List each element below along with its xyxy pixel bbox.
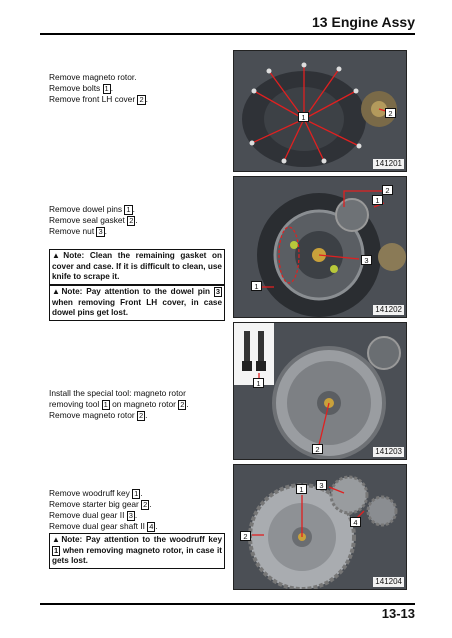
photo-code: 141202 <box>373 305 404 315</box>
callout-starter-big-gear: 2 <box>240 531 251 541</box>
step-3-line-2: removing tool 1 on magneto rotor 2. <box>49 399 189 410</box>
ref-label: 1 <box>124 205 133 215</box>
photo-magneto-rotor-tool: 1 2 141203 <box>233 322 407 460</box>
callout-woodruff-key: 1 <box>296 484 307 494</box>
header-rule <box>40 33 415 35</box>
step-3-line-1: Install the special tool: magneto rotor <box>49 388 186 398</box>
ref-label: 3 <box>96 227 105 237</box>
note-clean-gasket: ▲Note: Clean the remaining gasket on cov… <box>49 249 225 285</box>
step-1-line-1: Remove magneto rotor. <box>49 72 137 82</box>
step-1-line-3: Remove front LH cover 2. <box>49 94 148 105</box>
step-2-line-2: Remove seal gasket 2. <box>49 215 138 226</box>
photo-starter-gear: 1 3 4 2 141204 <box>233 464 407 590</box>
photo-code: 141201 <box>373 159 404 169</box>
callout-special-tool: 1 <box>253 378 264 388</box>
step-4-instructions: Remove woodruff key 1. Remove starter bi… <box>49 488 225 532</box>
step-3-instructions: Install the special tool: magneto rotor … <box>49 388 225 421</box>
ref-label: 2 <box>136 411 146 421</box>
ref-label: 3 <box>213 287 222 297</box>
step-1-instructions: Remove magneto rotor. Remove bolts 1. Re… <box>49 72 225 105</box>
ref-label: 1 <box>102 84 111 94</box>
callout-dual-gear: 3 <box>316 480 327 490</box>
step-2-line-3: Remove nut 3. <box>49 226 107 237</box>
ref-label: 1 <box>101 400 110 410</box>
magneto-area-illustration <box>234 177 406 317</box>
callout-dowel-pin-top: 1 <box>372 195 383 205</box>
magneto-rotor-illustration <box>234 323 406 459</box>
step-1-line-2: Remove bolts 1. <box>49 83 114 94</box>
callout-dual-gear-shaft: 4 <box>350 517 361 527</box>
page-number: 13-13 <box>381 606 415 621</box>
step-4-line-4: Remove dual gear shaft II 4. <box>49 521 158 532</box>
ref-label: 2 <box>127 216 136 226</box>
ref-label: 2 <box>178 400 187 410</box>
note-dowel-pins: ▲Note: Pay attention to the dowel pin 3 … <box>49 285 225 321</box>
ref-label: 1 <box>132 489 141 499</box>
callout-dowel-pin-left: 1 <box>251 281 262 291</box>
callout-front-lh-cover: 2 <box>385 108 396 118</box>
step-2-line-1: Remove dowel pins 1. <box>49 204 135 215</box>
ref-label: 3 <box>126 511 135 521</box>
photo-dowel-pins-gasket: 2 1 3 1 141202 <box>233 176 407 318</box>
photo-front-lh-cover: 1 2 141201 <box>233 50 407 172</box>
ref-label: 2 <box>137 95 146 105</box>
callout-bolts: 1 <box>298 112 309 122</box>
step-3-line-3: Remove magneto rotor 2. <box>49 410 148 421</box>
step-4-line-1: Remove woodruff key 1. <box>49 488 143 499</box>
callout-seal-gasket: 2 <box>382 185 393 195</box>
ref-label: 2 <box>141 500 150 510</box>
footer-rule <box>40 603 415 605</box>
callout-magneto-rotor: 2 <box>312 444 323 454</box>
note-woodruff-key: ▲Note: Pay attention to the woodruff key… <box>49 533 225 569</box>
step-2-instructions: Remove dowel pins 1. Remove seal gasket … <box>49 204 225 237</box>
ref-label: 1 <box>52 545 61 556</box>
warning-triangle-icon: ▲ <box>52 287 62 296</box>
header-title: 13 Engine Assy <box>312 14 415 30</box>
photo-code: 141204 <box>373 577 404 587</box>
engine-cover-illustration <box>234 51 406 171</box>
warning-triangle-icon: ▲ <box>52 535 62 544</box>
warning-triangle-icon: ▲ <box>52 251 64 260</box>
photo-code: 141203 <box>373 447 404 457</box>
step-4-line-2: Remove starter big gear 2. <box>49 499 152 510</box>
ref-label: 4 <box>147 522 156 532</box>
callout-nut: 3 <box>361 255 372 265</box>
step-4-line-3: Remove dual gear II 3. <box>49 510 138 521</box>
